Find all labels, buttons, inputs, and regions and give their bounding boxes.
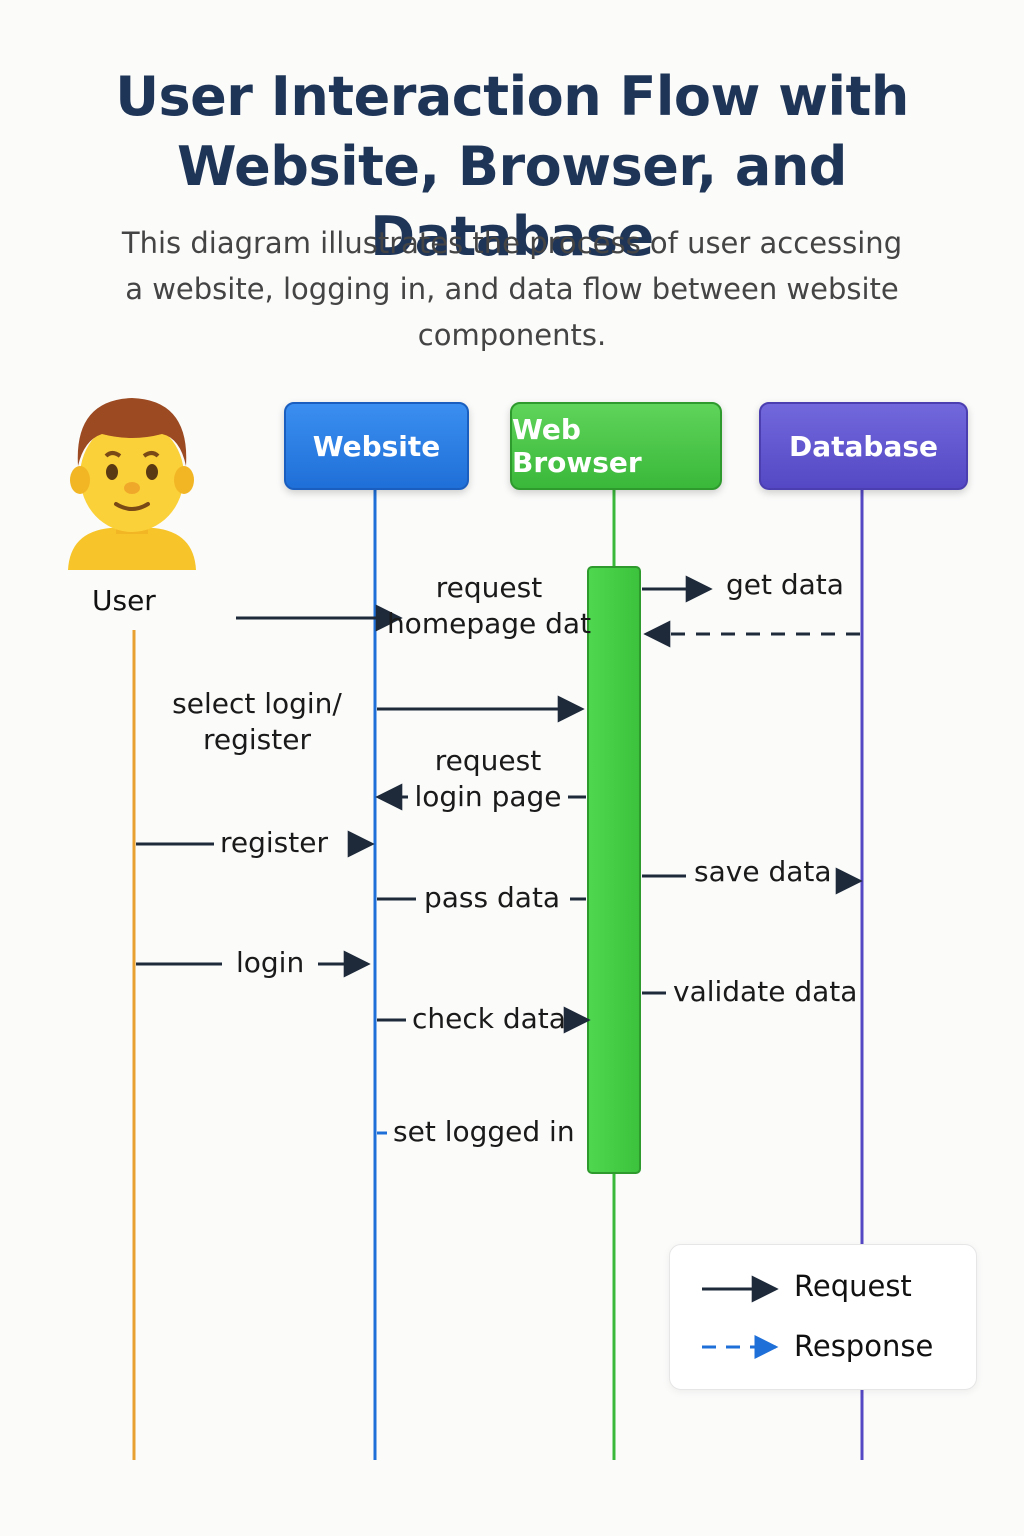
message-select-login: select login/ register	[160, 686, 354, 758]
page-subtitle: This diagram illustrates the process of …	[60, 220, 964, 358]
message-set-logged-in: set logged in	[393, 1115, 575, 1148]
message-save-data: save data	[694, 855, 832, 888]
legend-response-label: Response	[794, 1329, 934, 1363]
subtitle-line-3: components.	[417, 318, 607, 352]
message-request-login-line-1: request	[434, 744, 542, 777]
message-validate-data: validate data	[673, 975, 858, 1008]
participant-database: Database	[759, 402, 968, 490]
subtitle-line-2: a website, logging in, and data flow bet…	[125, 272, 899, 306]
legend: Request Response	[669, 1244, 977, 1390]
legend-swatches	[702, 1275, 779, 1359]
message-request-homepage: request homepage dat	[384, 570, 594, 642]
title-line-1: User Interaction Flow with	[115, 65, 909, 128]
message-pass-data: pass data	[424, 881, 561, 914]
participant-browser: Web Browser	[510, 402, 722, 490]
legend-request-label: Request	[794, 1269, 912, 1303]
message-request-homepage-line-1: request	[435, 571, 543, 604]
message-get-data: get data	[726, 568, 844, 601]
message-register: register	[220, 826, 328, 859]
participant-website: Website	[284, 402, 469, 490]
subtitle-line-1: This diagram illustrates the process of …	[121, 226, 903, 260]
page-title: User Interaction Flow with Website, Brow…	[40, 62, 984, 272]
person-avatar-icon	[62, 392, 202, 576]
title-line-2: Website, Browser, and Database	[177, 135, 847, 268]
message-check-data: check data	[412, 1002, 566, 1035]
message-select-login-line-1: select login/	[172, 687, 342, 720]
participant-user: User	[92, 584, 156, 617]
message-request-homepage-line-2: homepage dat	[386, 607, 592, 640]
message-login: login	[236, 946, 305, 979]
browser-activation-bar	[587, 566, 641, 1174]
message-request-login-page: request login page	[408, 743, 568, 815]
message-select-login-line-2: register	[203, 723, 311, 756]
message-request-login-line-2: login page	[414, 780, 562, 813]
